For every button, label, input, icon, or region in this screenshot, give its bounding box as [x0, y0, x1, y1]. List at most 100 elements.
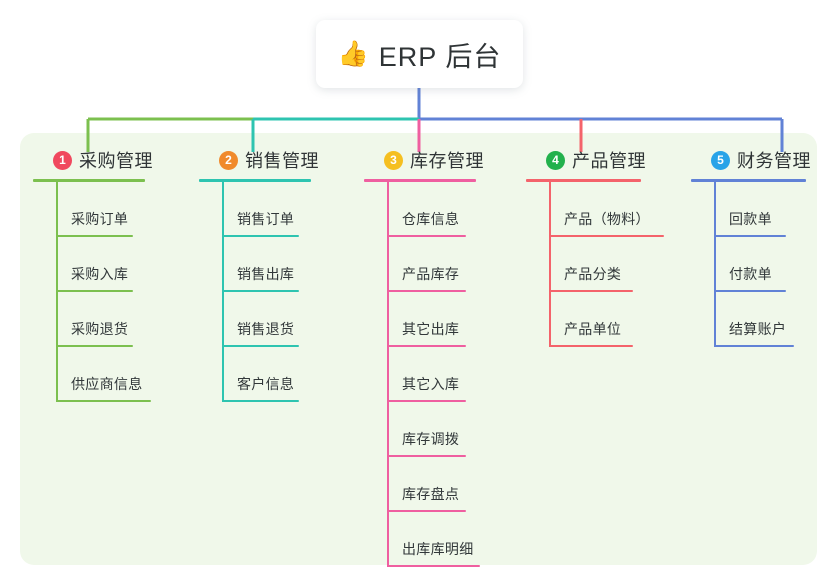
branch-item[interactable]: 产品分类 — [526, 237, 664, 292]
branch-spine — [549, 182, 551, 347]
branch-item-label: 付款单 — [729, 266, 772, 282]
branch-spine — [56, 182, 58, 402]
branch-header-5[interactable]: 5 财务管理 — [691, 148, 829, 172]
branch-column-4: 4 产品管理产品（物料） 产品分类产品单位 — [526, 148, 664, 347]
branch-title: 库存管理 — [410, 151, 484, 171]
branch-item-rule — [387, 565, 480, 567]
branch-item-rule — [387, 455, 466, 457]
branch-item-label: 仓库信息 — [402, 211, 460, 227]
branch-item-label: 采购入库 — [71, 266, 129, 282]
branch-column-1: 1 采购管理采购订单采购入库采购退货供应商信息 — [33, 148, 171, 402]
branch-title: 采购管理 — [79, 151, 153, 171]
branch-item-label: 出库库明细 — [402, 541, 474, 557]
branch-title: 销售管理 — [245, 151, 319, 171]
branch-item[interactable]: 其它出库 — [364, 292, 502, 347]
branch-column-2: 2 销售管理销售订单销售出库销售退货客户信息 — [199, 148, 337, 402]
branch-item-label: 产品库存 — [402, 266, 460, 282]
branch-item-rule — [549, 290, 633, 292]
branch-item-rule — [222, 400, 299, 402]
branch-item[interactable]: 库存调拨 — [364, 402, 502, 457]
branch-header-rule — [364, 179, 476, 182]
branch-item[interactable]: 采购退货 — [33, 292, 171, 347]
branch-item[interactable]: 付款单 — [691, 237, 829, 292]
branch-item[interactable]: 采购订单 — [33, 182, 171, 237]
branch-item-rule — [387, 510, 466, 512]
branch-title: 财务管理 — [737, 151, 811, 171]
branch-item-rule — [714, 235, 786, 237]
branch-item[interactable]: 结算账户 — [691, 292, 829, 347]
branch-header-rule — [33, 179, 145, 182]
branch-item-rule — [222, 235, 299, 237]
branch-item[interactable]: 客户信息 — [199, 347, 337, 402]
branch-item[interactable]: 其它入库 — [364, 347, 502, 402]
branch-item-label: 销售退货 — [237, 321, 295, 337]
branch-number-badge: 5 — [711, 150, 730, 170]
branch-item-rule — [222, 345, 299, 347]
branch-item-rule — [714, 290, 786, 292]
branch-items: 仓库信息产品库存其它出库其它入库库存调拨库存盘点出库库明细 — [364, 182, 502, 567]
branch-spine — [387, 182, 389, 567]
branch-header-2[interactable]: 2 销售管理 — [199, 148, 337, 172]
branch-items: 采购订单采购入库采购退货供应商信息 — [33, 182, 171, 402]
branch-title: 产品管理 — [572, 151, 646, 171]
branch-item-rule — [56, 290, 133, 292]
branch-items: 销售订单销售出库销售退货客户信息 — [199, 182, 337, 402]
branch-column-5: 5 财务管理回款单付款单结算账户 — [691, 148, 829, 347]
branch-header-1[interactable]: 1 采购管理 — [33, 148, 171, 172]
branch-item-label: 采购退货 — [71, 321, 129, 337]
branch-item[interactable]: 仓库信息 — [364, 182, 502, 237]
branch-spine — [714, 182, 716, 347]
branch-column-3: 3 库存管理仓库信息产品库存其它出库其它入库库存调拨库存盘点出库库明细 — [364, 148, 502, 567]
branch-item[interactable]: 产品库存 — [364, 237, 502, 292]
branch-item[interactable]: 供应商信息 — [33, 347, 171, 402]
branch-item[interactable]: 产品单位 — [526, 292, 664, 347]
branch-item-rule — [56, 345, 133, 347]
branch-item-rule — [387, 345, 466, 347]
branch-item-label: 结算账户 — [729, 321, 787, 337]
branch-item[interactable]: 产品（物料） — [526, 182, 664, 237]
branch-item-rule — [56, 400, 151, 402]
branch-item[interactable]: 销售出库 — [199, 237, 337, 292]
branch-item-rule — [56, 235, 133, 237]
branch-header-rule — [526, 179, 641, 182]
branch-item-label: 产品分类 — [564, 266, 622, 282]
root-node[interactable]: 👍 ERP 后台 — [316, 20, 523, 88]
branch-number-badge: 2 — [219, 150, 238, 170]
branch-header-rule — [199, 179, 311, 182]
branch-header-rule — [691, 179, 806, 182]
branch-item[interactable]: 回款单 — [691, 182, 829, 237]
root-node-label: ERP 后台 — [378, 41, 502, 72]
branch-item[interactable]: 采购入库 — [33, 237, 171, 292]
branch-item-rule — [714, 345, 794, 347]
branch-item-label: 库存盘点 — [402, 486, 460, 502]
branch-number-badge: 4 — [546, 150, 565, 170]
branch-item-label: 销售出库 — [237, 266, 295, 282]
branch-item-label: 采购订单 — [71, 211, 129, 227]
thumbs-up-icon: 👍 — [337, 39, 369, 68]
branch-item[interactable]: 销售退货 — [199, 292, 337, 347]
branch-item[interactable]: 销售订单 — [199, 182, 337, 237]
branch-header-4[interactable]: 4 产品管理 — [526, 148, 664, 172]
branch-header-3[interactable]: 3 库存管理 — [364, 148, 502, 172]
branch-item-rule — [387, 235, 466, 237]
branch-item-label: 产品（物料） — [564, 211, 650, 227]
branch-item[interactable]: 库存盘点 — [364, 457, 502, 512]
branches-panel — [20, 133, 817, 565]
branch-item-label: 库存调拨 — [402, 431, 460, 447]
branch-item-rule — [549, 345, 633, 347]
branch-item-label: 销售订单 — [237, 211, 295, 227]
branch-item-label: 客户信息 — [237, 376, 295, 392]
branch-item-rule — [222, 290, 299, 292]
branch-number-badge: 1 — [53, 150, 72, 170]
branch-items: 回款单付款单结算账户 — [691, 182, 829, 347]
branch-item-label: 产品单位 — [564, 321, 622, 337]
branch-item[interactable]: 出库库明细 — [364, 512, 502, 567]
branch-item-label: 回款单 — [729, 211, 772, 227]
branch-item-label: 其它出库 — [402, 321, 460, 337]
branch-item-rule — [549, 235, 664, 237]
branch-number-badge: 3 — [384, 150, 403, 170]
branch-item-rule — [387, 290, 466, 292]
branch-spine — [222, 182, 224, 402]
branch-item-label: 供应商信息 — [71, 376, 143, 392]
branch-items: 产品（物料） 产品分类产品单位 — [526, 182, 664, 347]
